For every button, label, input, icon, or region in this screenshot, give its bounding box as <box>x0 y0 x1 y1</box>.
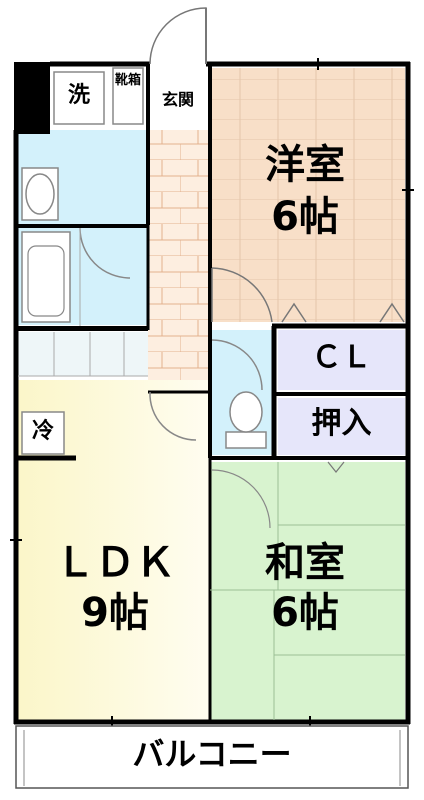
wall-top-left-block <box>14 62 50 134</box>
kitchen-counter <box>18 332 148 376</box>
entrance-door-arc <box>149 7 207 65</box>
washer-pan <box>53 71 105 125</box>
tatami-lines <box>210 462 405 720</box>
western-room-size: 6帖 <box>271 194 339 240</box>
fridge-label: 冷 <box>31 419 54 444</box>
bathtub-inner <box>27 245 65 317</box>
balcony-outline <box>15 725 409 789</box>
japanese-room-name: 和室 <box>265 540 345 586</box>
entrance-floor <box>148 130 210 392</box>
toilet-door-arc <box>211 339 263 391</box>
western-room-door-arc <box>211 267 273 323</box>
ldk-door-arc <box>149 391 197 441</box>
oshiire-label: 押入 <box>311 406 372 441</box>
washbasin-bowl <box>25 173 55 215</box>
washroom-door-arc <box>79 227 131 279</box>
japanese-door-arc <box>211 469 271 529</box>
balcony-label: バルコニー <box>132 735 292 773</box>
oshiire-floor <box>278 398 405 455</box>
shoe-box-label: 靴箱 <box>114 73 141 88</box>
closet-door-triangles <box>281 302 405 323</box>
japanese-room-size: 6帖 <box>271 590 339 636</box>
oshiire-door-marks <box>327 461 345 473</box>
ldk-name: ＬＤＫ <box>55 540 175 586</box>
western-room-name: 洋室 <box>265 142 345 188</box>
toilet-tank <box>225 431 267 449</box>
washbasin-outline <box>21 167 59 221</box>
entrance-label: 玄関 <box>161 90 194 109</box>
western-room-floor <box>210 68 405 322</box>
closet-label: ＣＬ <box>311 340 372 375</box>
ldk-size: 9帖 <box>81 590 149 636</box>
toilet-bowl <box>229 391 263 433</box>
japanese-room-floor <box>210 462 405 720</box>
closet-floor <box>278 330 405 390</box>
bathtub-outline <box>21 231 71 323</box>
shoe-box-outline <box>112 67 144 125</box>
washer-label: 洗 <box>67 83 90 108</box>
fridge-box <box>21 411 65 455</box>
